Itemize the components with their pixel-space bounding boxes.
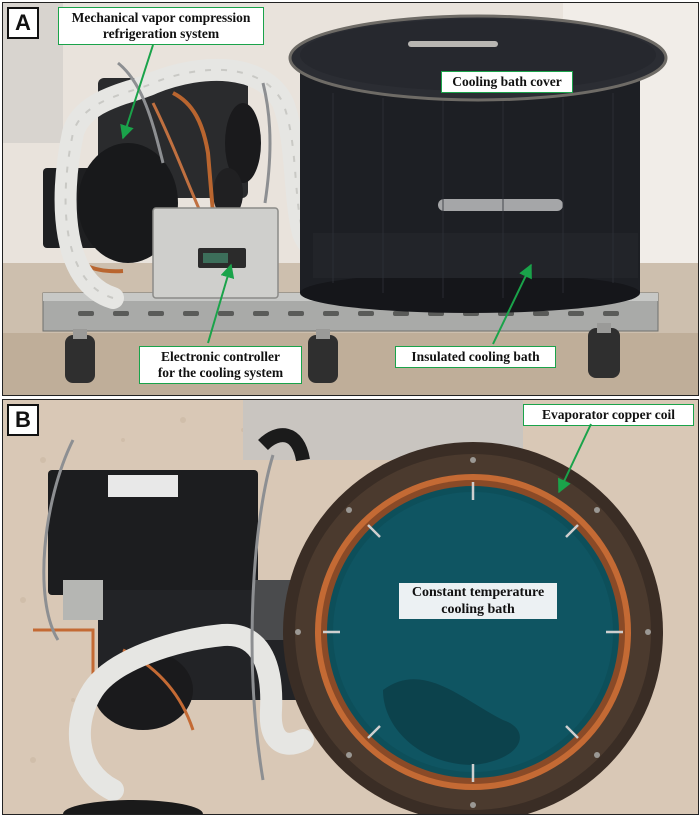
cooling-bath-cover-label: Cooling bath cover (441, 71, 573, 93)
refrigeration-label-line1: Mechanical vapor compression (71, 10, 251, 25)
refrigeration-label-line2: refrigeration system (102, 26, 220, 41)
panel-a-letter: A (7, 7, 39, 39)
photo-top-view-bath (3, 400, 698, 814)
bath-label-line1: Constant temperature (411, 585, 545, 600)
bath-label-line2: cooling bath (441, 602, 515, 617)
electronic-controller-label: Electronic controller for the cooling sy… (139, 346, 302, 384)
controller-label-line1: Electronic controller (160, 349, 281, 364)
constant-temperature-bath-label: Constant temperature cooling bath (399, 583, 557, 619)
photo-refrigeration-setup (3, 3, 698, 395)
refrigeration-system-label: Mechanical vapor compression refrigerati… (58, 7, 264, 45)
panel-b-photo: B Evaporator copper coil Constant temper… (2, 399, 699, 815)
panel-a-photo: A Mechanical vapor compression refrigera… (2, 2, 699, 396)
insulated-cooling-bath-label: Insulated cooling bath (395, 346, 556, 368)
panel-b-letter: B (7, 404, 39, 436)
evaporator-coil-label: Evaporator copper coil (523, 404, 694, 426)
controller-label-line2: for the cooling system (157, 365, 284, 380)
